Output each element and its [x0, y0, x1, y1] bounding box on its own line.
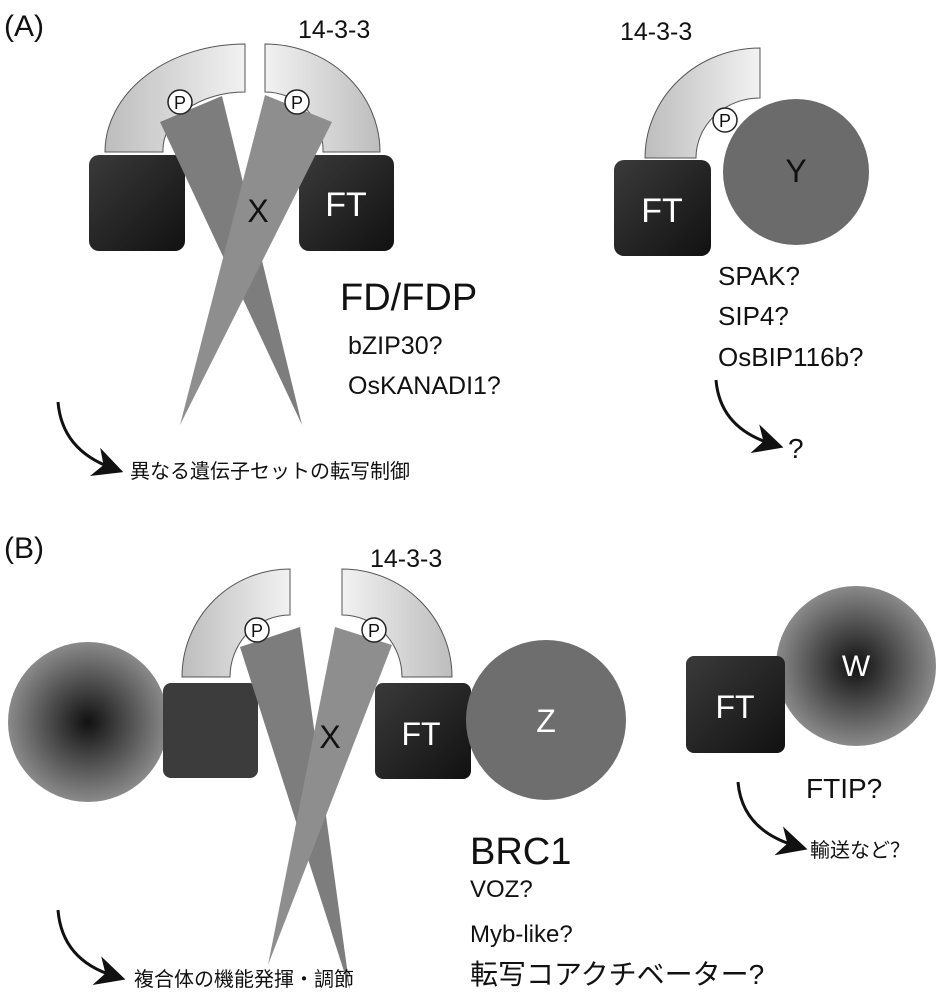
protein-label-14-3-3: 14-3-3 [620, 18, 692, 46]
z-protein-circle [466, 640, 626, 800]
phospho-icon [361, 617, 387, 643]
partner-label: 転写コアクチベーター? [470, 959, 764, 990]
bar-x-right [180, 95, 332, 425]
p-label: P [174, 93, 186, 113]
bar-x-left [240, 627, 350, 990]
arc-14-3-3-left [181, 568, 291, 678]
p-label: P [368, 621, 380, 641]
ft-square [375, 683, 471, 779]
partner-label: Myb-like? [470, 921, 573, 948]
partner-label: bZIP30? [348, 332, 443, 360]
phospho-icon [167, 89, 193, 115]
arc-14-3-3-right [341, 568, 453, 678]
panel-b-left-complex: P P 14-3-3 X FT Z BRC1 VOZ? Myb-like? 転写… [8, 545, 764, 991]
z-label: Z [536, 703, 556, 739]
protein-label-14-3-3: 14-3-3 [370, 545, 442, 573]
panel-a-label: (A) [4, 10, 44, 43]
arrow-icon [714, 379, 784, 454]
partner-square-left [89, 155, 185, 251]
protein-label-14-3-3: 14-3-3 [298, 16, 370, 44]
bar-x-right [268, 627, 392, 965]
phospho-icon [712, 107, 738, 133]
x-label: X [319, 719, 340, 755]
phospho-icon [244, 617, 270, 643]
partner-circle-left [8, 642, 168, 802]
w-label: W [842, 650, 871, 683]
partner-label: FTIP? [806, 773, 882, 804]
y-protein-circle [723, 99, 869, 245]
partner-label: SPAK? [718, 261, 800, 291]
arc-14-3-3 [644, 47, 761, 159]
arrow-icon [736, 781, 808, 856]
ft-square [299, 155, 394, 251]
partner-main-label: BRC1 [470, 831, 571, 873]
partner-label: OsBIP116b? [718, 342, 864, 372]
ft-square [614, 160, 711, 256]
p-label: P [251, 621, 263, 641]
ft-label: FT [401, 716, 440, 752]
x-label: X [247, 193, 268, 229]
p-label: P [719, 111, 731, 131]
panel-a-right-complex: P 14-3-3 FT Y SPAK? SIP4? OsBIP116b? ? [614, 18, 869, 464]
partner-label: SIP4? [718, 301, 789, 331]
y-label: Y [785, 153, 806, 189]
panel-a-left-complex: P P 14-3-3 X FT FD/FDP bZIP30? OsKANADI1… [56, 16, 501, 483]
outcome-label: 複合体の機能発揮・調節 [134, 968, 354, 991]
w-protein-circle [776, 586, 936, 746]
partner-main-label: FD/FDP [340, 277, 477, 319]
panel-b-right-complex: FT W FTIP? 輸送など？ [686, 586, 936, 862]
outcome-label: 異なる遺伝子セットの転写制御 [130, 460, 410, 483]
outcome-label: 輸送など？ [810, 839, 910, 862]
panel-b-label: (B) [4, 532, 44, 565]
arrow-icon [56, 909, 126, 986]
p-label: P [291, 93, 303, 113]
ft-square [686, 656, 785, 753]
ft-label: FT [641, 192, 683, 230]
phospho-icon [284, 89, 310, 115]
partner-square-left [163, 683, 258, 778]
partner-label: OsKANADI1? [348, 372, 501, 400]
ft-label: FT [715, 689, 754, 725]
outcome-label: ? [788, 433, 804, 464]
arrow-icon [56, 401, 124, 477]
partner-label: VOZ? [470, 876, 533, 903]
ft-label: FT [325, 186, 367, 224]
